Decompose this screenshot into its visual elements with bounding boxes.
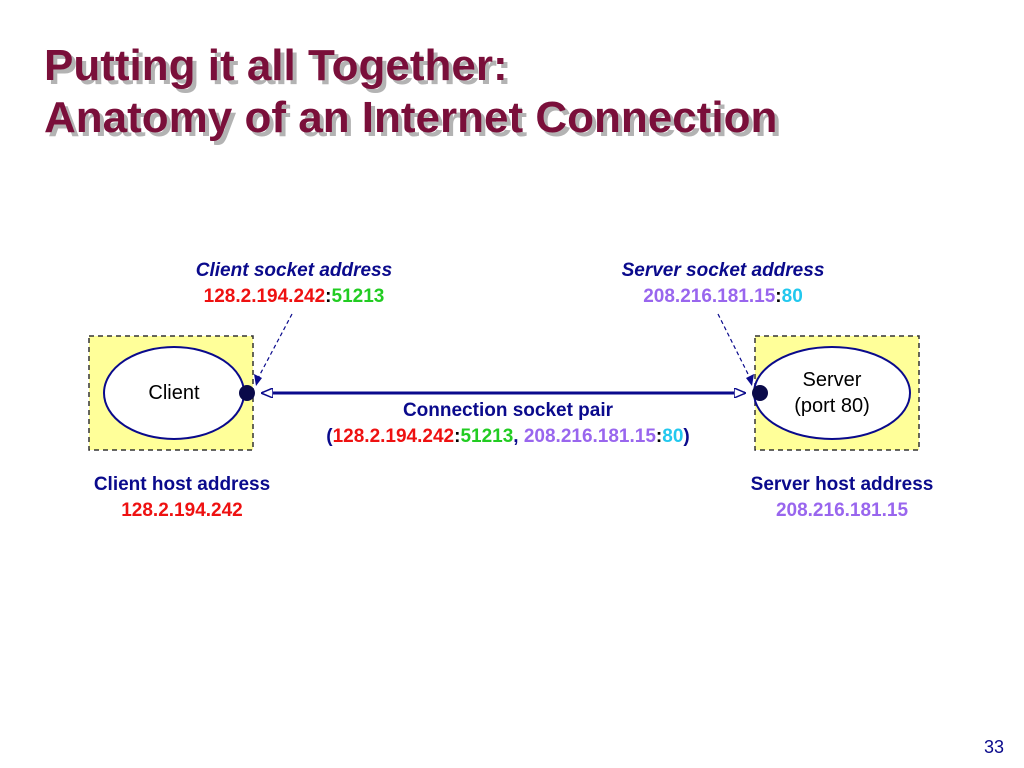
connection-comma: ,: [513, 426, 524, 447]
client-socket-ip: 128.2.194.242: [203, 286, 326, 307]
title-line-1: Putting it all Together:: [44, 41, 508, 90]
server-node-line-2: (port 80): [794, 395, 870, 417]
client-socket-pointer: [255, 313, 293, 383]
server-node-label: Server (port 80): [772, 367, 892, 419]
server-socket-value: 208.216.181.15:80: [592, 284, 854, 310]
server-socket-address: Server socket address 208.216.181.15:80: [592, 258, 854, 310]
server-host-ip: 208.216.181.15: [775, 500, 909, 521]
client-pointer-head: [254, 374, 262, 386]
client-socket-dot: [239, 385, 255, 401]
server-node-line-1: Server: [802, 369, 862, 391]
client-socket-value: 128.2.194.242:51213: [164, 284, 424, 310]
server-pointer-head: [746, 374, 754, 386]
connection-sep-1: :: [454, 426, 461, 447]
client-socket-port: 51213: [331, 286, 385, 307]
connection-open-paren: (: [326, 426, 333, 447]
connection-socket-pair: Connection socket pair (128.2.194.242:51…: [258, 398, 758, 450]
server-socket-label: Server socket address: [621, 260, 825, 281]
connection-client-ip: 128.2.194.242: [332, 426, 455, 447]
server-socket-ip: 208.216.181.15: [643, 286, 776, 307]
client-node-label: Client: [148, 382, 200, 404]
client-host-label: Client host address: [93, 474, 271, 495]
connection-close-paren: ): [683, 426, 690, 447]
connection-label: Connection socket pair: [402, 400, 614, 421]
connection-value: (128.2.194.242:51213, 208.216.181.15:80): [258, 424, 758, 450]
server-socket-dot: [752, 385, 768, 401]
server-socket-pointer: [717, 313, 753, 383]
connection-server-port: 80: [662, 426, 684, 447]
client-socket-sep: :: [325, 286, 332, 307]
connection-sep-2: :: [655, 426, 663, 447]
server-socket-sep: :: [775, 286, 782, 307]
client-host-ip: 128.2.194.242: [121, 500, 243, 521]
server-host-address: Server host address 208.216.181.15: [722, 472, 962, 524]
client-socket-label: Client socket address: [195, 260, 393, 281]
connection-client-port: 51213: [460, 426, 514, 447]
client-socket-address: Client socket address 128.2.194.242:5121…: [164, 258, 424, 310]
title-line-2: Anatomy of an Internet Connection: [44, 93, 778, 142]
server-socket-port: 80: [781, 286, 803, 307]
client-host-address: Client host address 128.2.194.242: [62, 472, 302, 524]
server-host-label: Server host address: [750, 474, 934, 495]
connection-server-ip: 208.216.181.15: [523, 426, 656, 447]
page-number: 33: [983, 737, 1004, 757]
slide-title: Putting it all Together: Anatomy of an I…: [44, 40, 777, 144]
